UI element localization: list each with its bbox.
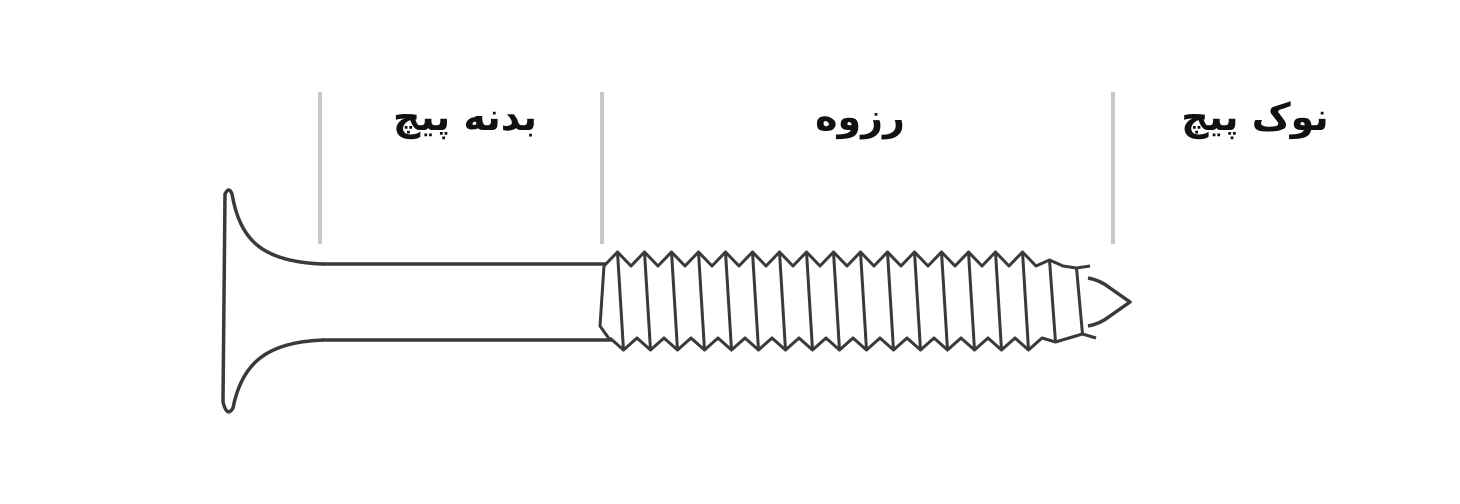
label-shank: بدنه پیچ: [393, 95, 537, 139]
label-tip: نوک پیچ: [1181, 95, 1329, 139]
thread-crest-line: [616, 251, 625, 351]
thread-crest-line: [913, 251, 922, 351]
thread-crest-line: [967, 251, 976, 351]
thread-start-wedge: [598, 265, 612, 341]
thread-crest-line: [859, 251, 868, 351]
thread-crest-line: [1048, 259, 1057, 343]
thread-top-profile: [602, 250, 1091, 270]
label-thread: رزوه: [815, 95, 905, 139]
thread-crest-line: [670, 251, 679, 351]
thread-crest-line: [751, 251, 760, 351]
thread-crest-line: [724, 251, 733, 351]
thread-crest-line: [697, 251, 706, 351]
thread-bottom-profile: [609, 332, 1097, 352]
thread-crest-line: [886, 251, 895, 351]
thread-crest-line: [1075, 267, 1084, 335]
thread-crest-line: [1021, 251, 1030, 351]
thread-crest-line: [778, 251, 787, 351]
thread-crest-line: [940, 251, 949, 351]
thread-crest-line: [805, 251, 814, 351]
thread-crest-line: [643, 251, 652, 351]
thread-crest-line: [832, 251, 841, 351]
screw-tip: [1087, 276, 1132, 328]
screw-threads: [598, 250, 1097, 352]
screw-head: [221, 188, 325, 414]
thread-crest-line: [994, 251, 1003, 351]
